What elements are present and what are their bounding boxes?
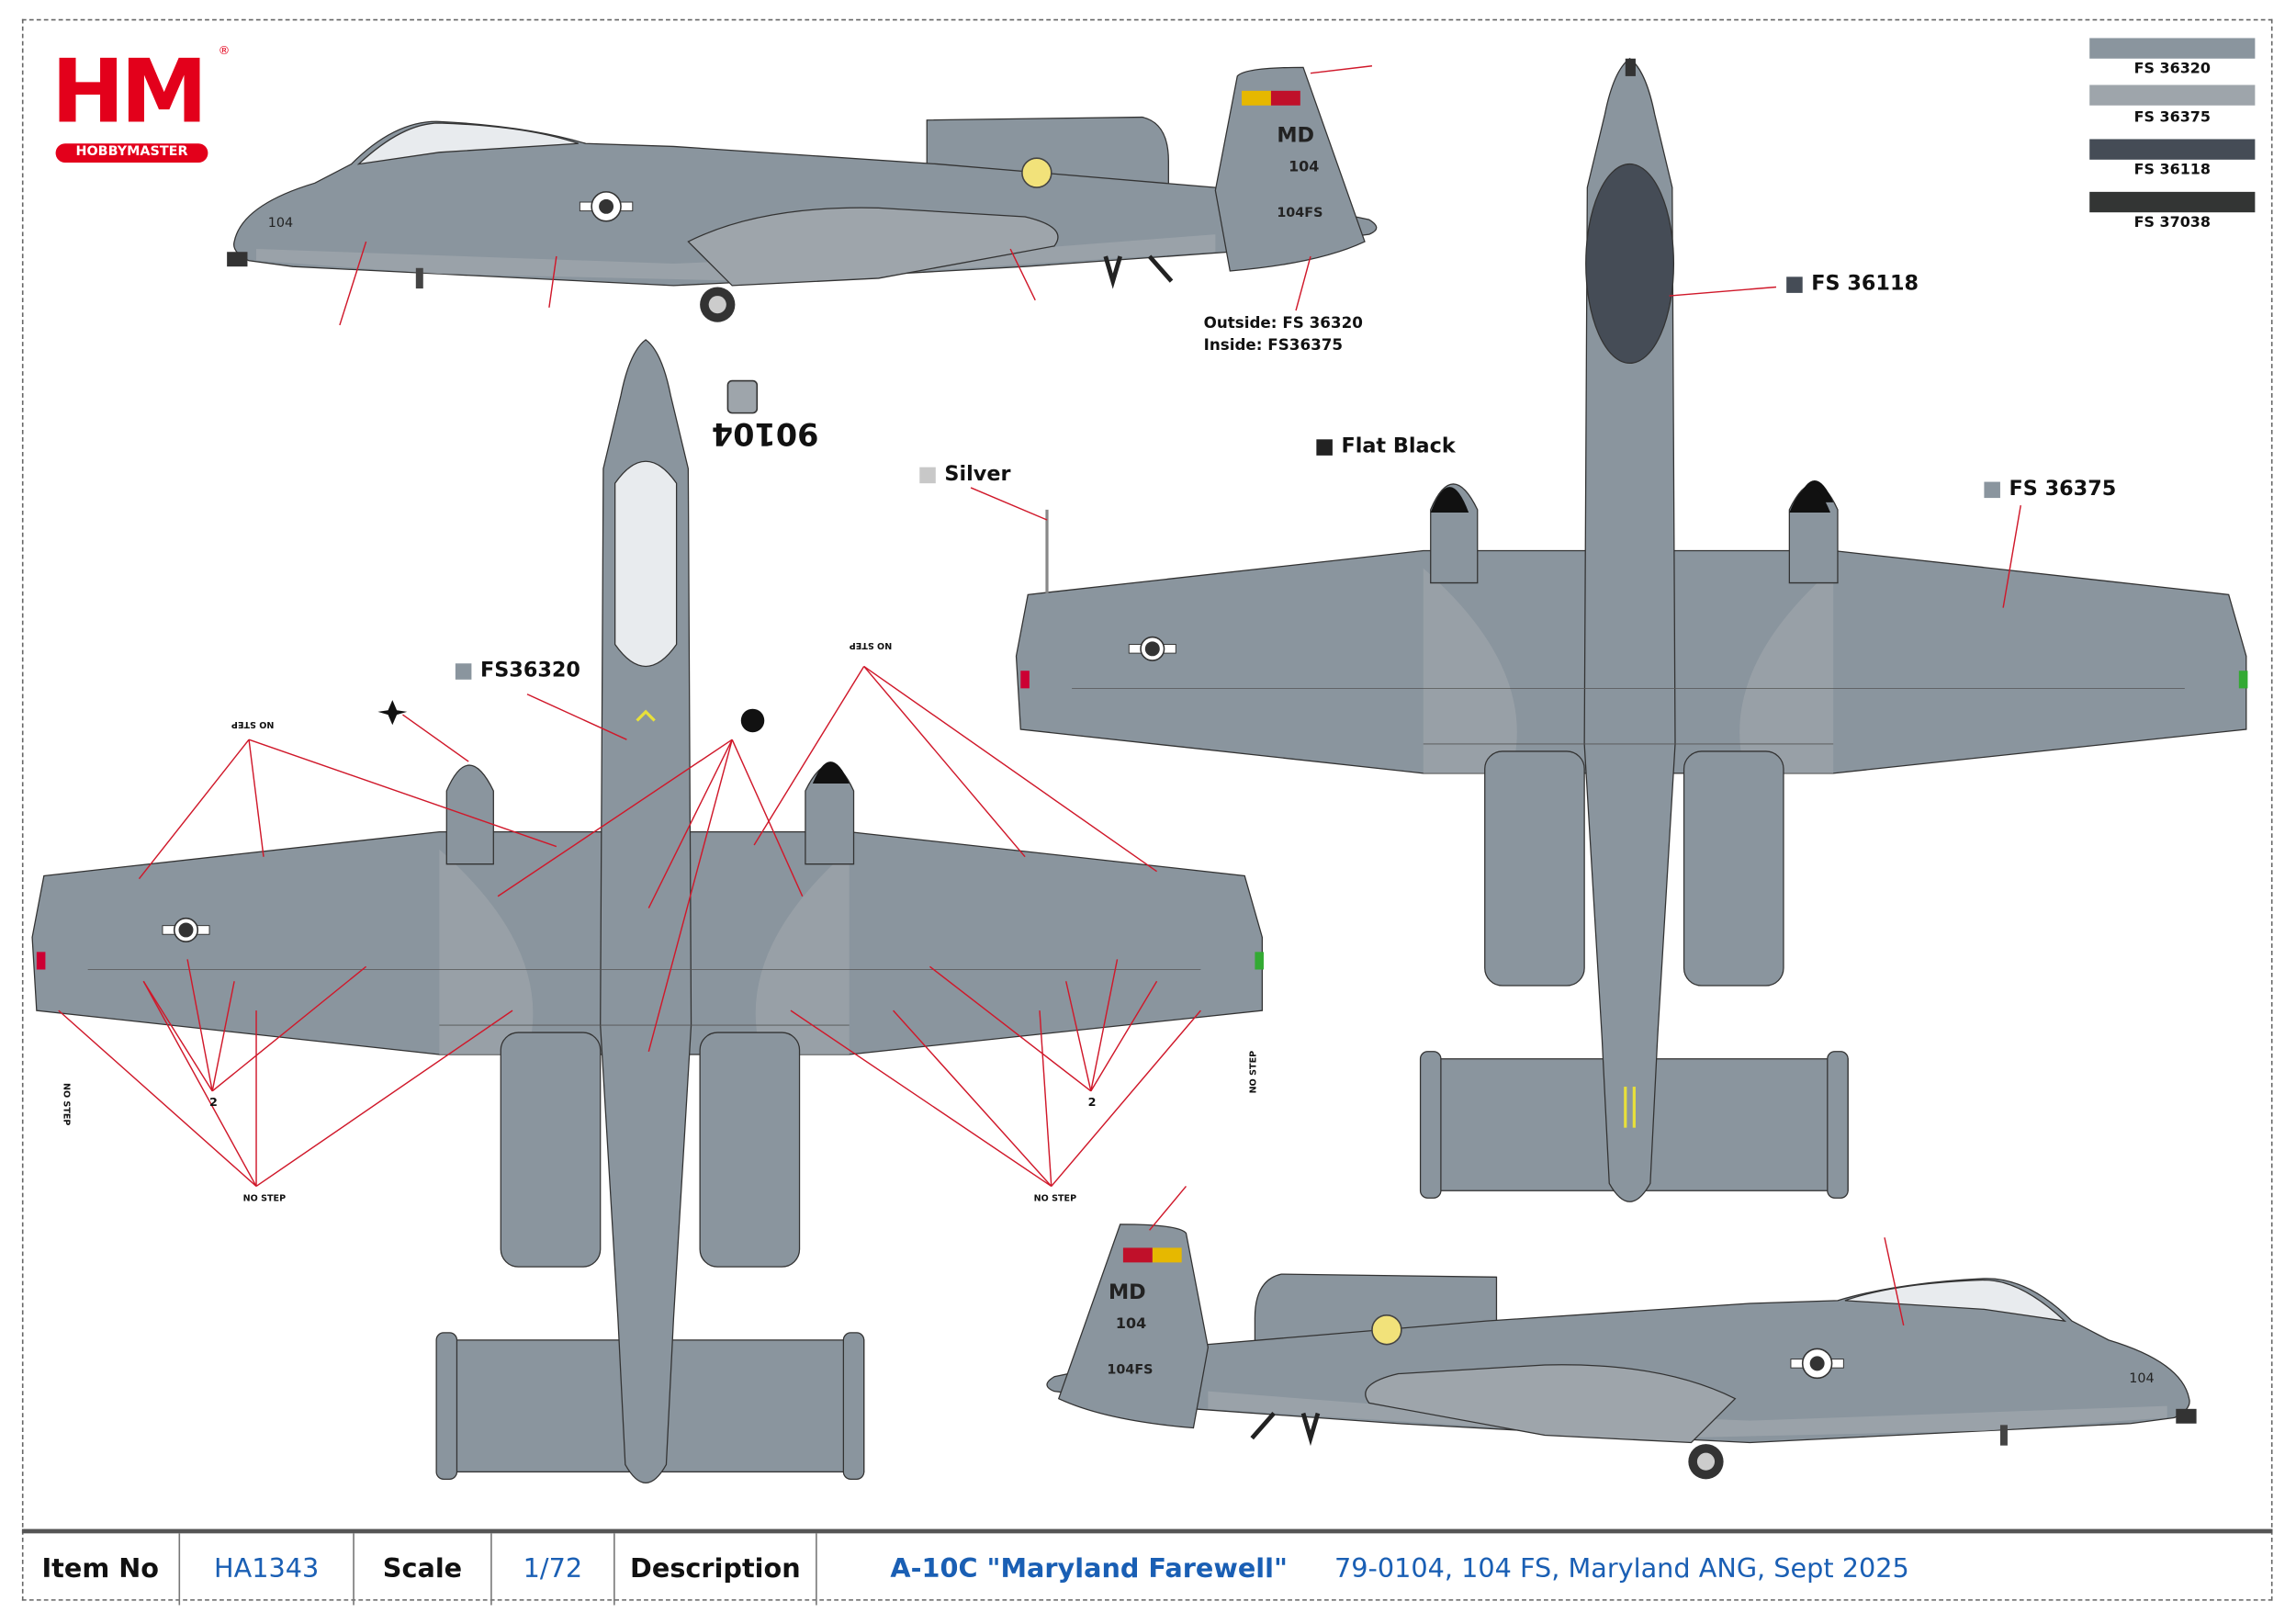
callout-fs36375: FS 36375	[1984, 478, 2116, 502]
step-number: 2	[1087, 1095, 1097, 1109]
tail-inside-label: Inside: FS36375	[1203, 336, 1344, 355]
swatch-fs36375	[2089, 85, 2256, 106]
model-details: 79-0104, 104 FS, Maryland ANG, Sept 2025	[1334, 1553, 1909, 1585]
underwing-serial: 90104	[711, 415, 819, 452]
swatch-fs37038	[2089, 191, 2256, 213]
scale-value: 1/72	[492, 1533, 615, 1606]
nose-number-left: 104	[267, 216, 294, 231]
squadron-left: 104FS	[1277, 206, 1323, 221]
swatch-label: FS 37038	[2133, 215, 2211, 231]
swatch-fs36320	[2089, 38, 2256, 59]
page-frame	[21, 18, 2273, 1601]
bottom-view	[1015, 57, 2249, 1203]
callout-label: FS 36118	[1811, 272, 1919, 297]
callout-lines	[58, 65, 2021, 1326]
no-step-label: NO STEP	[849, 639, 893, 650]
callout-silver: Silver	[919, 463, 1010, 488]
info-footer: Item No HA1343 Scale 1/72 Description A-…	[21, 1528, 2273, 1606]
logo-text: HM	[51, 40, 208, 144]
side-view-right	[1047, 1224, 2197, 1479]
no-step-label: NO STEP	[1033, 1193, 1077, 1204]
squadron-right: 104FS	[1107, 1363, 1154, 1379]
description-label: Description	[615, 1533, 817, 1606]
callout-label: Silver	[944, 462, 1011, 487]
color-square	[1786, 276, 1803, 293]
no-step-label: NO STEP	[1248, 1050, 1259, 1094]
color-square	[455, 663, 472, 680]
swatch-label: FS 36118	[2133, 162, 2211, 179]
callout-flat-black: Flat Black	[1316, 434, 1456, 460]
color-square	[919, 467, 936, 484]
nose-number-right: 104	[2129, 1371, 2155, 1387]
side-view-left	[227, 67, 1377, 321]
callout-label: FS 36375	[2009, 477, 2117, 502]
no-step-label: NO STEP	[61, 1082, 72, 1126]
top-view	[31, 339, 1265, 1484]
tail-code-left: MD	[1277, 124, 1315, 149]
item-no-label: Item No	[22, 1533, 181, 1606]
description-value: A-10C "Maryland Farewell" 79-0104, 104 F…	[817, 1533, 2273, 1605]
no-step-label: NO STEP	[231, 718, 275, 730]
callout-label: FS36320	[479, 659, 580, 682]
swatch-fs36118	[2089, 139, 2256, 160]
step-number: 2	[208, 1095, 218, 1109]
callout-fs36118: FS 36118	[1786, 273, 1919, 298]
swatch-label: FS 36375	[2133, 109, 2211, 127]
callout-fs36320: FS36320	[455, 659, 580, 683]
hobbymaster-logo: HM ® HOBBYMASTER	[51, 44, 234, 164]
logo-subtext: HOBBYMASTER	[55, 143, 208, 163]
tail-outside-label: Outside: FS 36320	[1203, 314, 1363, 333]
model-name: A-10C "Maryland Farewell"	[890, 1553, 1288, 1585]
item-no-value: HA1343	[180, 1533, 355, 1606]
color-square	[1316, 439, 1333, 456]
swatch-label: FS 36320	[2133, 61, 2211, 78]
scale-label: Scale	[355, 1533, 492, 1606]
tail-number-right: 104	[1115, 1316, 1147, 1333]
logo-registered: ®	[218, 43, 231, 58]
tail-number-left: 104	[1289, 159, 1320, 176]
callout-label: Flat Black	[1341, 434, 1456, 459]
color-square	[1984, 481, 2000, 499]
tail-code-right: MD	[1108, 1281, 1146, 1305]
no-step-label: NO STEP	[242, 1193, 287, 1204]
